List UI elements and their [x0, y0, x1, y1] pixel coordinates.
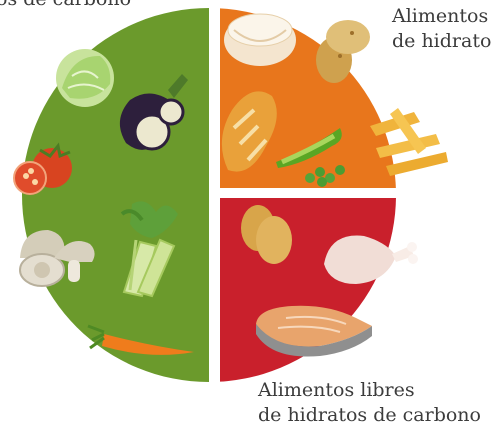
- potato-icon: [316, 20, 370, 83]
- salmon-icon: [256, 306, 372, 357]
- rice-icon: [224, 14, 296, 66]
- chicken-leg-icon: [324, 236, 418, 284]
- cabbage-icon: [56, 49, 114, 107]
